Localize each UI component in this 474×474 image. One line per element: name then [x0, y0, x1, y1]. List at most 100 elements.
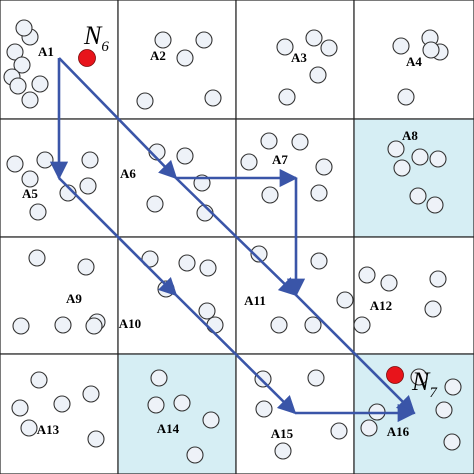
sensor-dot [176, 147, 194, 165]
sensor-dot [310, 252, 328, 270]
sensor-dot [310, 184, 328, 202]
route-arrow-a6-to-a11 [175, 177, 298, 297]
node-marker-n7 [386, 366, 404, 384]
sensor-dot [304, 316, 322, 334]
sensor-dot [6, 155, 24, 173]
sensor-dot [360, 419, 378, 437]
sensor-dot [424, 300, 442, 318]
route-arrows [49, 57, 416, 423]
sensor-dot [315, 158, 333, 176]
sensor-dot [21, 170, 39, 188]
sensor-dot [59, 184, 77, 202]
sensor-dot [20, 419, 38, 437]
sensor-dot [176, 49, 194, 67]
sensor-dot [85, 317, 103, 335]
sensor-dot [393, 159, 411, 177]
cell-label-a3: A3 [291, 50, 307, 65]
sensor-dot [12, 317, 30, 335]
cell-label-a1: A1 [38, 44, 54, 59]
sensor-dot [397, 88, 415, 106]
sensor-dot [11, 399, 29, 417]
sensor-dot [278, 88, 296, 106]
node-subscript: 6 [101, 39, 109, 55]
sensor-dot [173, 394, 191, 412]
sensor-dot [254, 370, 272, 388]
sensor-dot [36, 151, 54, 169]
sensor-dot [410, 368, 428, 386]
cell-label-a6: A6 [120, 166, 136, 181]
route-arrow-a1-to-a6 [58, 57, 178, 180]
sensor-dot [204, 89, 222, 107]
sensor-dot [444, 378, 462, 396]
sensor-dot [240, 153, 258, 171]
cell-label-a10: A10 [119, 316, 141, 331]
sensor-dot [305, 29, 323, 47]
sensor-dot [409, 187, 427, 205]
sensor-dot [202, 411, 220, 429]
sensor-dot [261, 186, 279, 204]
sensor-dot [411, 148, 429, 166]
sensor-dot [81, 151, 99, 169]
sensor-dot [136, 92, 154, 110]
sensor-dot [320, 39, 338, 57]
sensor-dot [429, 150, 447, 168]
grid-cell-a12 [353, 236, 474, 355]
route-arrow-a10-to-a15 [175, 294, 297, 415]
sensor-dot [82, 385, 100, 403]
sensor-dot [206, 316, 224, 334]
grid-cell-a14 [117, 353, 237, 474]
sensor-dot [195, 31, 213, 49]
route-arrow-a5-to-a10 [58, 177, 178, 297]
cell-label-a12: A12 [370, 298, 392, 313]
sensor-dot [260, 132, 278, 150]
sensor-dot [150, 369, 168, 387]
sensor-dot [15, 19, 33, 37]
sensor-dot [141, 250, 159, 268]
node-subscript: 7 [429, 385, 438, 401]
sensor-dot [443, 433, 461, 451]
cell-label-a9: A9 [66, 291, 82, 306]
sensor-dot [435, 401, 453, 419]
sensor-dot [199, 259, 217, 277]
sensor-dot [426, 196, 444, 214]
grid-cell-a8 [353, 118, 474, 238]
sensor-dot [186, 446, 204, 464]
cell-label-a4: A4 [406, 54, 422, 69]
cell-label-a13: A13 [37, 422, 60, 437]
sensor-dot [309, 66, 327, 84]
cell-label-a14: A14 [157, 421, 180, 436]
cell-label-a5: A5 [22, 186, 38, 201]
sensor-dot [250, 245, 268, 263]
sensor-dot [79, 177, 97, 195]
sensor-dot [154, 31, 172, 49]
cell-label-a2: A2 [150, 48, 166, 63]
sensor-dot [270, 316, 288, 334]
sensor-dot [30, 371, 48, 389]
sensor-dot [276, 38, 294, 56]
sensor-dot [198, 302, 216, 320]
sensor-dot [9, 77, 27, 95]
sensor-dot [13, 56, 31, 74]
cell-label-a8: A8 [402, 128, 418, 143]
sensor-dot [21, 91, 39, 109]
node-marker-n6 [78, 49, 96, 67]
sensor-dot [29, 203, 47, 221]
sensor-dot [429, 270, 447, 288]
sensor-dot [392, 37, 410, 55]
sensor-dot [353, 316, 371, 334]
cell-label-a15: A15 [271, 426, 294, 441]
sensor-dot [358, 266, 376, 284]
sensor-dot [54, 316, 72, 334]
sensor-dot [178, 254, 196, 272]
cell-label-a16: A16 [387, 424, 410, 439]
sensor-dot [53, 395, 71, 413]
sensor-dot [147, 396, 165, 414]
sensor-dot [28, 249, 46, 267]
sensor-dot [330, 422, 348, 440]
sensor-dot [291, 133, 309, 151]
cell-label-a7: A7 [272, 152, 288, 167]
route-arrow-a11-to-a16 [295, 294, 416, 415]
sensor-dot [336, 291, 354, 309]
sensor-dot [77, 258, 95, 276]
